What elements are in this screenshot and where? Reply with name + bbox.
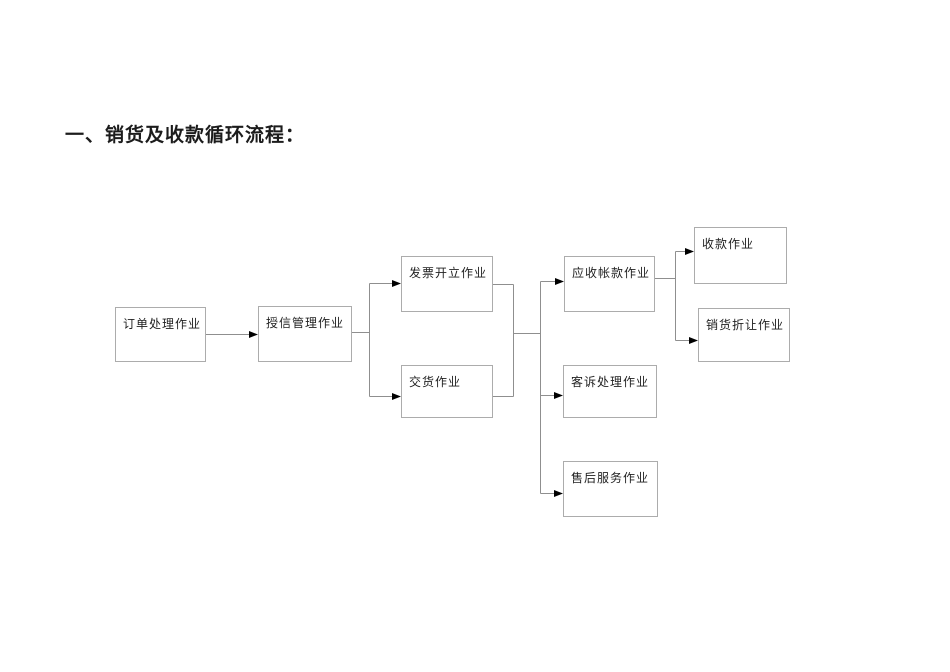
connector-order-credit xyxy=(206,331,258,338)
node-label: 售后服务作业 xyxy=(571,471,650,485)
node-label: 收款作业 xyxy=(702,237,755,251)
node-after-sales-service: 售后服务作业 xyxy=(563,461,658,517)
node-invoice-issuance: 发票开立作业 xyxy=(401,256,493,312)
connector-receivable-branch xyxy=(655,248,698,344)
node-label: 订单处理作业 xyxy=(123,317,202,331)
node-delivery: 交货作业 xyxy=(401,365,493,418)
page-title: 一、销货及收款循环流程： xyxy=(65,125,306,146)
node-accounts-receivable: 应收帐款作业 xyxy=(564,256,655,312)
node-label: 交货作业 xyxy=(409,375,462,389)
node-label: 应收帐款作业 xyxy=(572,266,651,280)
node-credit-management: 授信管理作业 xyxy=(258,306,352,362)
node-customer-complaint: 客诉处理作业 xyxy=(563,365,657,418)
node-label: 客诉处理作业 xyxy=(571,375,650,389)
node-label: 销货折让作业 xyxy=(706,318,785,332)
node-collection: 收款作业 xyxy=(694,227,787,284)
node-label: 发票开立作业 xyxy=(409,266,488,280)
node-order-processing: 订单处理作业 xyxy=(115,307,206,362)
node-label: 授信管理作业 xyxy=(266,316,345,330)
connector-merge-branch xyxy=(493,278,564,497)
node-sales-allowance: 销货折让作业 xyxy=(698,308,790,362)
connector-credit-branch xyxy=(352,280,401,400)
